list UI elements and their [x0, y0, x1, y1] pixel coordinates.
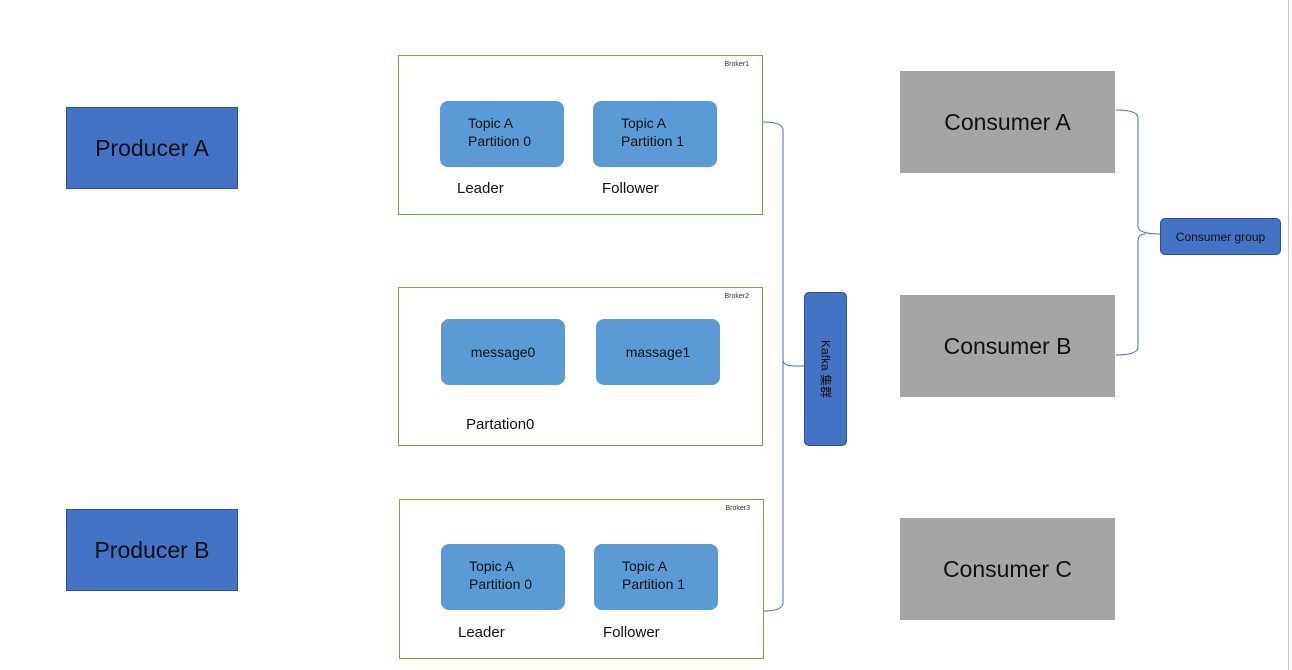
- consumer-b-label: Consumer B: [943, 332, 1072, 359]
- broker-3-partition-0: Topic A Partition 0: [441, 544, 565, 610]
- broker-1-partition-1: Topic A Partition 1: [593, 101, 717, 167]
- producer-a-box: Producer A: [66, 107, 238, 189]
- partition-topic: Topic A: [621, 115, 667, 131]
- producer-b-box: Producer B: [66, 509, 238, 591]
- partition-topic: Topic A: [622, 558, 668, 574]
- broker-3-partition-1: Topic A Partition 1: [594, 544, 718, 610]
- broker-2: Broker2 message0 massage1 Partation0: [398, 287, 763, 446]
- partition-name: Partition 0: [468, 133, 532, 149]
- kafka-cluster-box: Kafka 集群: [804, 292, 847, 446]
- broker-3-follower-label: Follower: [603, 624, 660, 641]
- broker-2-label: Broker2: [724, 293, 749, 300]
- broker-3: Broker3 Topic A Partition 0 Topic A Part…: [399, 499, 764, 659]
- consumer-c-box: Consumer C: [900, 518, 1115, 620]
- broker-1-leader-label: Leader: [457, 180, 504, 197]
- partition-name: Partition 1: [622, 576, 686, 592]
- kafka-cluster-label: Kafka 集群: [818, 339, 832, 399]
- page-edge-divider: [1288, 0, 1289, 670]
- consumer-a-label: Consumer A: [944, 108, 1071, 135]
- consumer-c-label: Consumer C: [942, 555, 1073, 582]
- broker-1-follower-label: Follower: [602, 180, 659, 197]
- broker-2-partition-label: Partation0: [466, 416, 535, 433]
- broker-3-label: Broker3: [725, 505, 750, 512]
- broker-3-leader-label: Leader: [458, 624, 505, 641]
- partition-name: Partition 0: [469, 576, 533, 592]
- broker-1-partition-0: Topic A Partition 0: [440, 101, 564, 167]
- producer-b-label: Producer B: [94, 536, 210, 563]
- consumer-b-box: Consumer B: [900, 295, 1115, 397]
- consumer-group-label: Consumer group: [1175, 229, 1266, 244]
- broker-2-message-0: message0: [441, 319, 565, 385]
- partition-topic: Topic A: [469, 558, 515, 574]
- broker-1: Broker1 Topic A Partition 0 Topic A Part…: [398, 55, 763, 215]
- message-label: message0: [470, 344, 536, 360]
- consumer-a-box: Consumer A: [900, 71, 1115, 173]
- message-label: massage1: [625, 344, 691, 360]
- producer-a-label: Producer A: [95, 134, 209, 161]
- partition-topic: Topic A: [468, 115, 514, 131]
- broker-to-cluster-bracket: [762, 121, 804, 612]
- consumer-to-group-bracket: [1115, 109, 1161, 356]
- broker-2-message-1: massage1: [596, 319, 720, 385]
- consumer-group-box: Consumer group: [1160, 218, 1281, 255]
- broker-1-label: Broker1: [724, 61, 749, 68]
- partition-name: Partition 1: [621, 133, 685, 149]
